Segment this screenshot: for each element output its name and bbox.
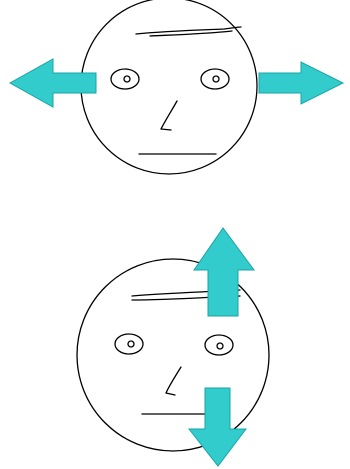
head-outline (77, 259, 269, 451)
face-vertical-arrows (77, 228, 269, 466)
right-eye-pupil (217, 343, 223, 349)
right-eye-outline (205, 335, 233, 355)
left-eye-pupil (124, 76, 130, 82)
head-outline (81, 0, 257, 174)
left-eye (115, 334, 143, 354)
nose (166, 367, 181, 395)
left-eye (111, 69, 139, 89)
left-eye-outline (115, 334, 143, 354)
right-arrow-icon (259, 62, 343, 104)
face-horizontal-arrows (10, 0, 343, 174)
up-arrow-icon (194, 228, 254, 316)
left-eye-outline (111, 69, 139, 89)
right-eye (205, 335, 233, 355)
right-eye-outline (201, 69, 229, 89)
right-eye (201, 69, 229, 89)
right-eye-pupil (213, 76, 219, 82)
nose (161, 101, 177, 130)
left-eye-pupil (128, 341, 134, 347)
forehead-wrinkle (136, 27, 241, 36)
